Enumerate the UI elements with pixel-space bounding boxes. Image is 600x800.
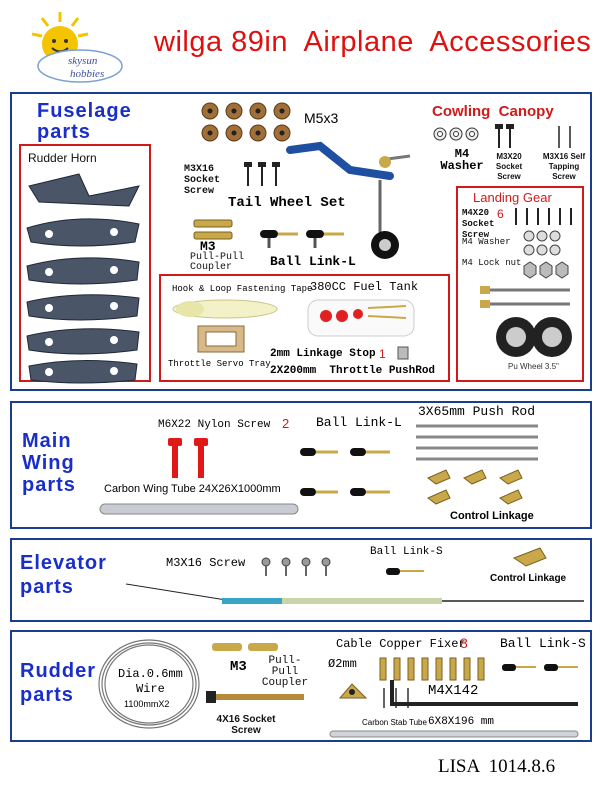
- lock-nuts-image: [523, 261, 569, 279]
- cable-fixers-image: [379, 657, 485, 681]
- hook-loop-tape-image: [172, 299, 278, 319]
- rudder-pull-pull-label: Pull-Pull Coupler: [261, 655, 309, 689]
- ball-link-l-image: [260, 230, 344, 248]
- rudder-ball-links-image: [502, 664, 578, 671]
- wire-label: Wire: [136, 682, 165, 696]
- fuel-tank-label: 380CC Fuel Tank: [310, 280, 419, 294]
- push-rod-label: 3X65mm Push Rod: [418, 404, 536, 419]
- m4x142-label: M4X142: [428, 683, 479, 699]
- tail-wheel-label: Tail Wheel Set: [228, 195, 346, 211]
- main-wing-panel: [10, 401, 592, 529]
- pull-pull-coupler-image: [193, 219, 233, 240]
- ball-link-l-label: Ball Link-L: [270, 254, 356, 269]
- elevator-m3x16-label: M3X16 Screw: [166, 556, 246, 570]
- rudder-panel: [10, 630, 592, 742]
- wing-ball-links-image: [300, 448, 390, 496]
- m4-lock-nut-label: M4 Lock nut: [462, 258, 522, 268]
- m5x3-label: M5x3: [304, 110, 339, 126]
- elevator-wire-image: [125, 583, 584, 604]
- pu-wheel-label: Pu Wheel 3.5": [508, 362, 559, 371]
- elevator-screws-image: [261, 557, 331, 576]
- m3x16-screws-image: [244, 162, 280, 186]
- nylon-screw-qty: 2: [282, 416, 290, 431]
- tail-wheel-image: [286, 141, 411, 259]
- logo-text-bottom: hobbies: [70, 68, 105, 80]
- axle-bolts-image: [480, 286, 570, 308]
- fuselage-panel: [10, 92, 592, 391]
- d2mm-label: Ø2mm: [328, 657, 357, 671]
- m4x16-label: 4X16 Socket Screw: [216, 714, 276, 736]
- throttle-box: [159, 274, 450, 382]
- footer-code: LISA 1014.8.6: [438, 756, 556, 777]
- servo-tray-label: Throttle Servo Tray: [168, 359, 271, 369]
- m4x20-screws-image: [515, 208, 572, 225]
- pull-pull-label: Pull-Pull Coupler: [190, 252, 245, 273]
- cowling-canopy-heading: Cowling Canopy: [432, 103, 554, 120]
- rudder-horns-image: [26, 173, 140, 384]
- sun-logo-icon: [31, 12, 123, 83]
- landing-washers-image: [523, 230, 561, 256]
- m3x16-socket-label: M3X16 Socket Screw: [184, 164, 221, 197]
- elevator-control-linkage-label: Control Linkage: [490, 573, 567, 584]
- m3x16-tap-screws-image: [558, 126, 571, 148]
- cowling-m3x16-label: M3X16 Self Tapping Screw: [542, 152, 586, 181]
- m4-washer-label: M4 Washer: [462, 237, 511, 247]
- stab-size-label: 6X8X196 mm: [428, 716, 495, 728]
- hook-loop-label: Hook & Loop Fastening Tape: [172, 284, 313, 294]
- cowling-m3x20-label: M3X20 Socket Screw: [495, 152, 523, 181]
- cable-fixer-label: Cable Copper Fixer: [336, 637, 466, 651]
- wire-dia-label: Dia.0.6mm: [118, 667, 183, 681]
- landing-gear-box: [456, 186, 584, 382]
- nylon-screw-label: M6X22 Nylon Screw: [158, 419, 271, 431]
- m5-washers-image: [201, 102, 291, 142]
- throttle-servo-tray-image: [197, 325, 245, 353]
- fuel-tank-image: [307, 299, 415, 337]
- rudder-m3-label: M3: [230, 659, 247, 675]
- elevator-heading: Elevator parts: [20, 552, 107, 598]
- rudder-pull-pull-image: [212, 643, 278, 651]
- wing-ball-link-label: Ball Link-L: [316, 415, 402, 430]
- m4x142-wrench-image: [390, 680, 578, 706]
- linkage-stop-image: [397, 346, 409, 360]
- cowling-m4-washer-label: M4 Washer: [440, 147, 484, 173]
- elevator-panel: [10, 538, 592, 622]
- nylon-screws-image: [168, 438, 208, 478]
- wing-control-linkage-label: Control Linkage: [450, 510, 534, 522]
- landing-gear-heading: Landing Gear: [473, 190, 552, 205]
- linkage-stop-qty: 1: [379, 347, 386, 361]
- push-rods-image: [416, 424, 538, 461]
- elevator-ball-link-label: Ball Link-S: [370, 546, 443, 558]
- wire-coil-image: [98, 639, 200, 729]
- logo: skysun hobbies: [20, 8, 140, 88]
- carbon-stab-tube-image: [329, 730, 579, 738]
- rudder-heading: Rudder parts: [20, 660, 96, 706]
- wing-control-linkage-image: [427, 469, 523, 505]
- fuselage-heading: Fuselage parts: [37, 100, 132, 143]
- cable-fixer-qty: 8: [460, 635, 468, 651]
- landing-qty: 6: [497, 207, 504, 221]
- rudder-horn-small-image: [338, 683, 368, 699]
- m3x20-screws-image: [495, 124, 514, 148]
- m3-label: M3: [200, 239, 216, 254]
- rudder-ball-link-label: Ball Link-S: [500, 636, 586, 651]
- page-title: wilga 89in Airplane Accessories: [154, 26, 592, 58]
- pu-wheels-image: [496, 317, 572, 357]
- carbon-wing-tube-image: [99, 503, 299, 515]
- logo-text-top: skysun: [68, 55, 98, 67]
- m4-washers-image: [433, 127, 479, 141]
- wire-length-label: 1100mmX2: [124, 699, 170, 709]
- throttle-pushrod-label: 2X200mm Throttle PushRod: [270, 365, 436, 377]
- elevator-ball-link-image: [386, 568, 424, 575]
- linkage-stop-label: 2mm Linkage Stop: [270, 348, 376, 360]
- stab-tube-label: Carbon Stab Tube: [362, 718, 427, 727]
- m4x20-label: M4X20 Socket Screw: [462, 208, 495, 240]
- m4x16-bolt-image: [206, 691, 304, 703]
- main-wing-heading: Main Wing parts: [22, 430, 76, 496]
- elevator-control-linkage-image: [512, 547, 547, 567]
- rudder-horn-label: Rudder Horn: [28, 151, 97, 165]
- wing-tube-label: Carbon Wing Tube 24X26X1000mm: [104, 483, 281, 495]
